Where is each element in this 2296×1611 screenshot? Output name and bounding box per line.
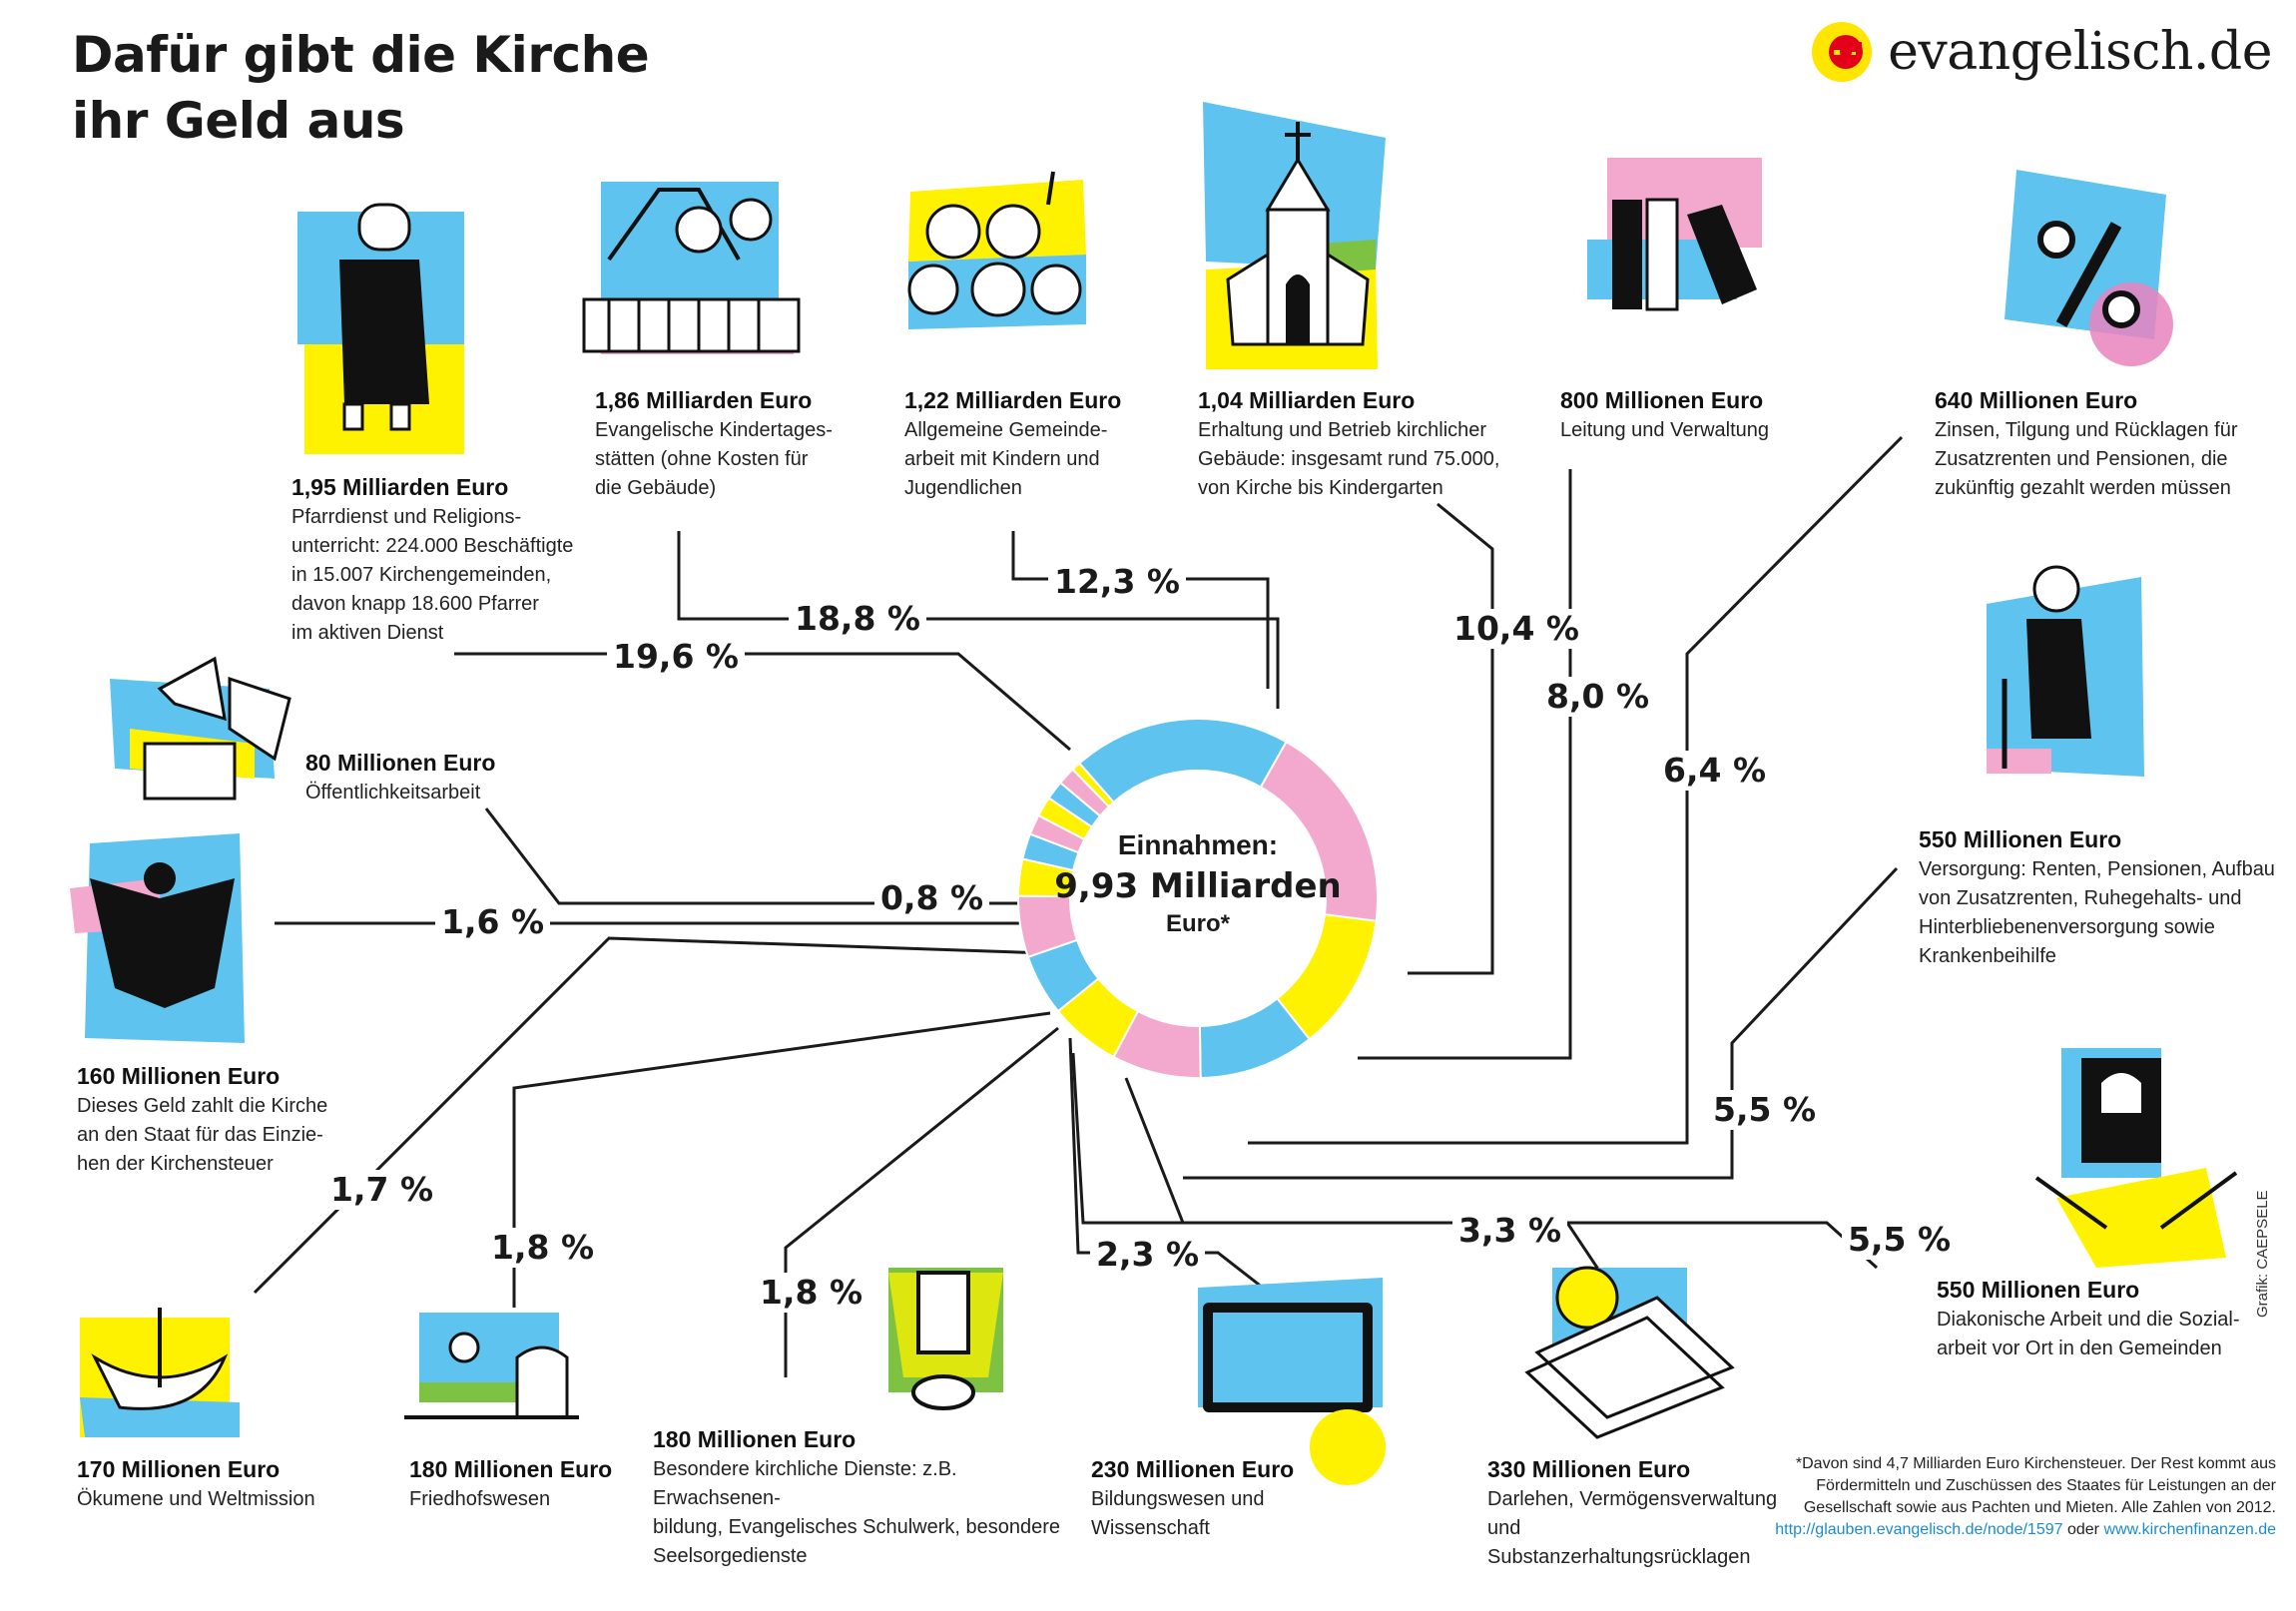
percent-label-kita: 18,8 %: [789, 599, 926, 639]
center-line-2: 9,93 Milliarden: [1054, 866, 1342, 906]
desc-bildung: Bildungswesen und Wissenschaft: [1091, 1488, 1265, 1539]
percent-label-zinsen: 6,4 %: [1657, 751, 1773, 791]
item-besondere: 180 Millionen Euro Besondere kirchliche …: [653, 1423, 1082, 1571]
amount-verwaltung: 800 Millionen Euro: [1560, 387, 1764, 413]
percent-label-friedhof: 1,8 %: [485, 1228, 601, 1268]
amount-gebaeude: 1,04 Milliarden Euro: [1198, 387, 1416, 413]
title-line-2: ihr Geld aus: [72, 92, 405, 150]
footnote: *Davon sind 4,7 Milliarden Euro Kirchens…: [1737, 1453, 2276, 1541]
item-gemeindearbeit: 1,22 Milliarden Euro Allgemeine Gemeinde…: [904, 384, 1144, 503]
desc-oekumene: Ökumene und Weltmission: [77, 1488, 315, 1510]
folders-icon: [1587, 158, 1762, 311]
desc-zinsen: Zinsen, Tilgung und Rücklagen für Zusatz…: [1935, 419, 2238, 499]
item-darlehen: 330 Millionen Euro Darlehen, Vermögensve…: [1487, 1453, 1787, 1572]
amount-oekumene: 170 Millionen Euro: [77, 1456, 281, 1482]
percent-icon: [2005, 170, 2173, 366]
item-friedhof: 180 Millionen Euro Friedhofswesen: [409, 1453, 629, 1514]
megaphone-icon: [110, 656, 291, 801]
amount-kita: 1,86 Milliarden Euro: [595, 387, 813, 413]
percent-label-versorgung: 5,5 %: [1707, 1090, 1823, 1130]
page-title: Dafür gibt die Kirche ihr Geld aus: [72, 22, 650, 154]
percent-label-diakonie: 5,5 %: [1842, 1220, 1958, 1260]
amount-diakonie: 550 Millionen Euro: [1937, 1277, 2140, 1303]
donut-hole: [1070, 771, 1326, 1026]
brand-name: evangelisch.de: [1888, 22, 2272, 82]
footnote-link-kirchenfinanzen[interactable]: www.kirchenfinanzen.de: [2103, 1521, 2276, 1538]
desc-gemeindearbeit: Allgemeine Gemeinde- arbeit mit Kindern …: [904, 419, 1108, 499]
percent-label-staat: 1,6 %: [435, 902, 551, 942]
amount-bildung: 230 Millionen Euro: [1091, 1456, 1295, 1482]
amount-friedhof: 180 Millionen Euro: [409, 1456, 613, 1482]
center-line-1: Einnahmen:: [1117, 829, 1279, 860]
desc-gebaeude: Erhaltung und Betrieb kirchlicher Gebäud…: [1198, 419, 1500, 499]
amount-besondere: 180 Millionen Euro: [653, 1426, 857, 1452]
exclamation-icon: [888, 1268, 1003, 1410]
eagle-icon: [70, 833, 245, 1043]
item-versorgung: 550 Millionen Euro Versorgung: Renten, P…: [1919, 823, 2278, 971]
item-staat: 160 Millionen Euro Dieses Geld zahlt die…: [77, 1060, 356, 1179]
percent-label-besondere: 1,8 %: [754, 1273, 869, 1313]
percent-label-pfarrdienst: 19,6 %: [607, 637, 745, 677]
amount-pfarrdienst: 1,95 Milliarden Euro: [291, 474, 509, 500]
percent-label-oeffentlichkeit: 0,8 %: [874, 878, 990, 918]
item-gebaeude: 1,04 Milliarden Euro Erhaltung und Betri…: [1198, 384, 1517, 503]
church-icon: [1203, 102, 1386, 369]
item-bildung: 230 Millionen Euro Bildungswesen und Wis…: [1091, 1453, 1331, 1543]
desc-oeffentlichkeit: Öffentlichkeitsarbeit: [305, 782, 481, 804]
percent-label-gebaeude: 10,4 %: [1447, 609, 1585, 649]
title-line-1: Dafür gibt die Kirche: [72, 26, 650, 84]
item-oeffentlichkeit: 80 Millionen Euro Öffentlichkeitsarbeit: [305, 747, 545, 807]
desc-besondere: Besondere kirchliche Dienste: z.B. Erwac…: [653, 1458, 1061, 1567]
amount-gemeindearbeit: 1,22 Milliarden Euro: [904, 387, 1122, 413]
donut-chart: [1017, 718, 1379, 1079]
amount-oeffentlichkeit: 80 Millionen Euro: [305, 750, 496, 776]
desc-pfarrdienst: Pfarrdienst und Religions- unterricht: 2…: [291, 506, 574, 644]
credit-label: Grafik: CAEPSELE: [2254, 1190, 2271, 1318]
item-verwaltung: 800 Millionen Euro Leitung und Verwaltun…: [1560, 384, 1820, 445]
grave-icon: [404, 1313, 579, 1419]
item-oekumene: 170 Millionen Euro Ökumene und Weltmissi…: [77, 1453, 336, 1514]
brand[interactable]: evangelisch.de: [1810, 20, 2272, 84]
footnote-link-glauben[interactable]: http://glauben.evangelisch.de/node/1597: [1775, 1521, 2063, 1538]
item-kita: 1,86 Milliarden Euro Evangelische Kinder…: [595, 384, 855, 503]
item-pfarrdienst: 1,95 Milliarden Euro Pfarrdienst und Rel…: [291, 471, 621, 648]
percent-label-oekumene: 1,7 %: [324, 1170, 440, 1210]
desc-darlehen: Darlehen, Vermögensverwaltung und Substa…: [1487, 1488, 1778, 1568]
money-icon: [1524, 1266, 1735, 1439]
pastor-icon: [297, 203, 464, 454]
desc-versorgung: Versorgung: Renten, Pensionen, Aufbau vo…: [1919, 858, 2275, 967]
percent-label-verwaltung: 8,0 %: [1540, 677, 1656, 717]
desc-friedhof: Friedhofswesen: [409, 1488, 551, 1510]
item-zinsen: 640 Millionen Euro Zinsen, Tilgung und R…: [1935, 384, 2274, 503]
footnote-text: *Davon sind 4,7 Milliarden Euro Kirchens…: [1795, 1455, 2276, 1516]
children-icon: [907, 171, 1086, 329]
handshake-icon: [2034, 1048, 2238, 1268]
donut-center-label: Einnahmen: 9,93 Milliarden Euro*: [1048, 826, 1348, 940]
chalkboard-icon: [1198, 1278, 1386, 1485]
elderly-icon: [1987, 565, 2144, 777]
amount-versorgung: 550 Millionen Euro: [1919, 826, 2122, 852]
percent-label-gemeindearbeit: 12,3 %: [1048, 562, 1186, 602]
amount-staat: 160 Millionen Euro: [77, 1063, 281, 1089]
item-diakonie: 550 Millionen Euro Diakonische Arbeit un…: [1937, 1274, 2266, 1363]
center-line-3: Euro*: [1165, 910, 1230, 937]
amount-zinsen: 640 Millionen Euro: [1935, 387, 2138, 413]
desc-kita: Evangelische Kindertages- stätten (ohne …: [595, 419, 833, 499]
playground-icon: [582, 182, 801, 354]
footnote-link-separator: oder: [2066, 1521, 2099, 1538]
percent-label-bildung: 2,3 %: [1090, 1235, 1206, 1275]
desc-verwaltung: Leitung und Verwaltung: [1560, 419, 1770, 441]
brand-logo-icon: [1812, 22, 1873, 82]
desc-diakonie: Diakonische Arbeit und die Sozial- arbei…: [1937, 1309, 2240, 1359]
desc-staat: Dieses Geld zahlt die Kirche an den Staa…: [77, 1095, 328, 1175]
percent-label-darlehen: 3,3 %: [1452, 1211, 1568, 1251]
ship-icon: [80, 1308, 240, 1437]
amount-darlehen: 330 Millionen Euro: [1487, 1456, 1691, 1482]
